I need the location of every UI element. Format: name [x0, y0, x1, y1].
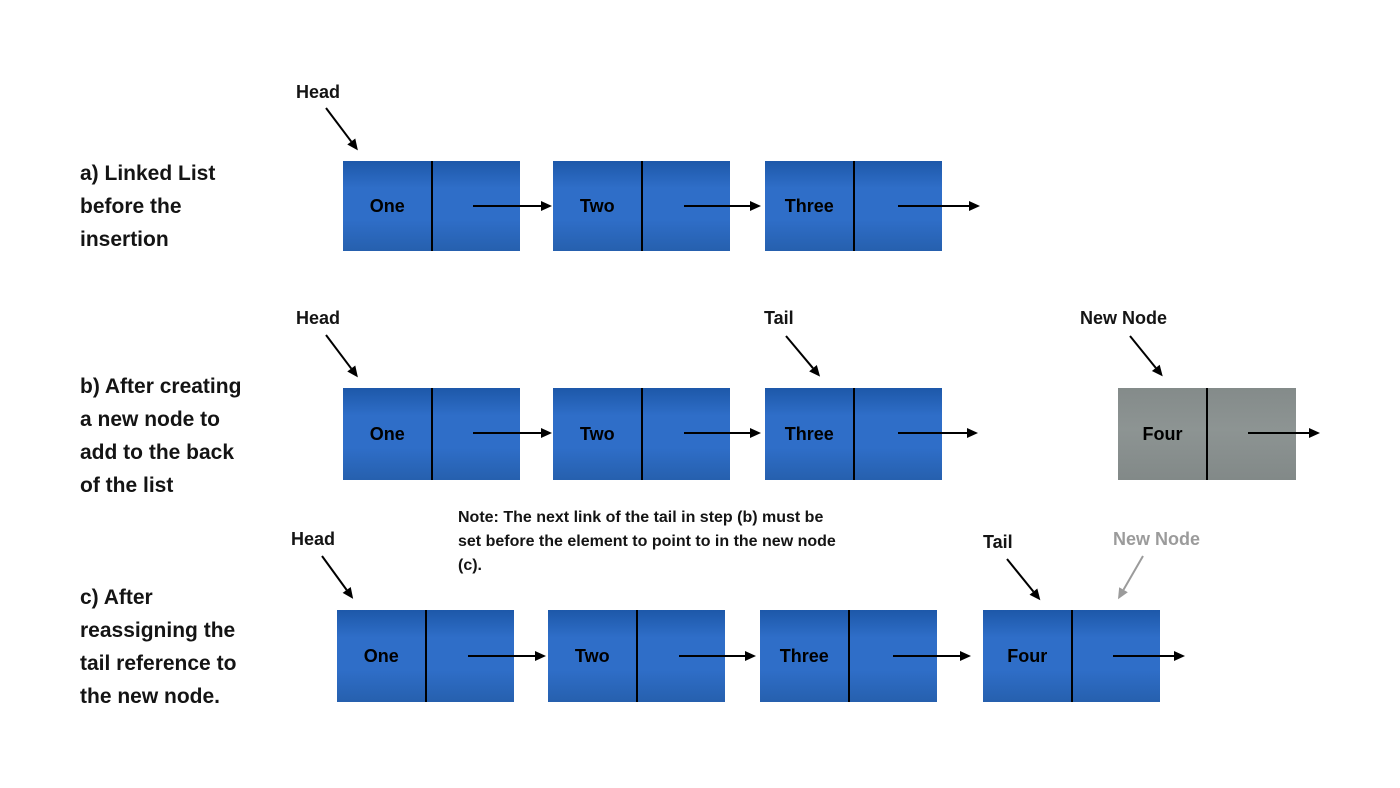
node-divider: [847, 610, 850, 702]
step-b-next-arrow-1: [473, 432, 541, 434]
step-c-new-node-label: New Node: [1113, 529, 1201, 549]
node-divider: [430, 388, 433, 480]
node-value-label: One: [363, 645, 399, 666]
node-value-label: Three: [784, 423, 834, 444]
step-c-null-arrow: [1113, 655, 1174, 657]
step-b-new-node-pointer-arrow: [1129, 335, 1157, 369]
step-b-caption: b) After creating a new node to add to t…: [80, 375, 242, 497]
node-divider: [1206, 388, 1208, 480]
node-value-label: Four: [1007, 645, 1048, 666]
step-a-node-one: One: [343, 161, 520, 251]
node-value-label: Two: [574, 645, 610, 666]
step-b-new-node-null-arrow: [1248, 432, 1309, 434]
node-value-label: One: [369, 195, 405, 216]
node-divider: [640, 388, 643, 480]
step-b-new-node-four: Four: [1118, 388, 1296, 480]
node-divider: [852, 388, 855, 480]
step-b-new-node-label: New Node: [1080, 308, 1168, 328]
node-value-label: Three: [784, 195, 834, 216]
node-divider: [640, 161, 643, 251]
step-c-next-arrow-2: [679, 655, 745, 657]
step-b-null-arrow: [898, 432, 967, 434]
node-divider: [852, 161, 855, 251]
node-divider: [430, 161, 433, 251]
note-text: Note: The next link of the tail in step …: [458, 509, 836, 574]
step-b-node-one: One: [343, 388, 520, 480]
node-value-label: One: [369, 423, 405, 444]
node-value-label: Two: [579, 423, 615, 444]
step-c-caption: c) After reassigning the tail reference …: [80, 586, 237, 708]
step-b-node-three: Three: [765, 388, 942, 480]
step-a-null-arrow: [898, 205, 969, 207]
node-divider: [424, 610, 427, 702]
step-a-next-arrow-2: [684, 205, 750, 207]
step-c-next-arrow-1: [468, 655, 535, 657]
node-value-label: Three: [779, 645, 829, 666]
step-c-head-label: Head: [291, 529, 336, 549]
node-divider: [1070, 610, 1073, 702]
node-value-label: Two: [579, 195, 615, 216]
node-value-label: Four: [1142, 423, 1183, 444]
step-c-new-node-pointer-arrow: [1122, 555, 1144, 591]
step-a-head-label: Head: [296, 82, 341, 102]
step-a-caption: a) Linked List before the insertion: [80, 162, 216, 251]
node-divider: [635, 610, 638, 702]
step-b-head-label: Head: [296, 308, 341, 328]
step-c-tail-label: Tail: [983, 532, 1013, 552]
step-a-head-pointer-arrow: [325, 107, 353, 143]
step-b-tail-pointer-arrow: [785, 335, 814, 369]
step-a-next-arrow-1: [473, 205, 541, 207]
step-b-head-pointer-arrow: [325, 334, 353, 370]
step-b-next-arrow-2: [684, 432, 750, 434]
step-c-tail-pointer-arrow: [1006, 558, 1035, 593]
step-c-next-arrow-3: [893, 655, 960, 657]
step-b-node-two: Two: [553, 388, 730, 480]
step-c-head-pointer-arrow: [321, 555, 348, 591]
step-b-tail-label: Tail: [764, 308, 794, 328]
